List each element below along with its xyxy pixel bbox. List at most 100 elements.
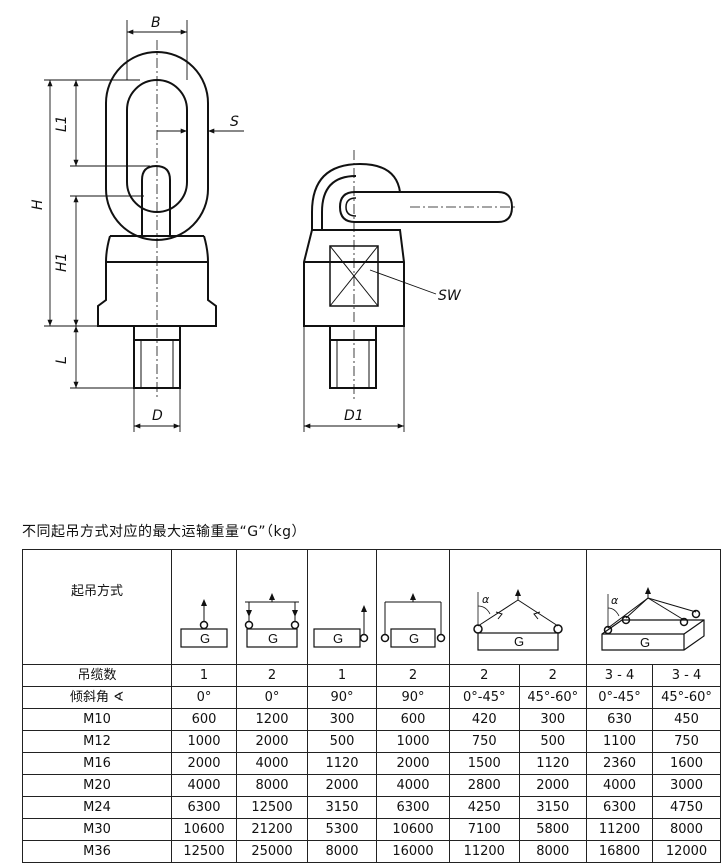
table-cell: 7100 bbox=[449, 818, 520, 841]
front-dimensions bbox=[44, 20, 244, 432]
lifting-method-label: 起吊方式 bbox=[22, 549, 172, 665]
table-cell: 10600 bbox=[376, 818, 450, 841]
table-cell: 45°-60° bbox=[652, 686, 721, 709]
label-S: S bbox=[230, 114, 239, 130]
table-cell: 1100 bbox=[586, 730, 653, 753]
table-cell: 1200 bbox=[236, 708, 308, 731]
table-cell: 90° bbox=[307, 686, 377, 709]
table-cell: 500 bbox=[307, 730, 377, 753]
label-H1: H1 bbox=[54, 253, 70, 272]
label-D1: D1 bbox=[344, 408, 364, 424]
table-cell: 12500 bbox=[171, 840, 237, 863]
table-cell: 4250 bbox=[449, 796, 520, 819]
table-cell: 1500 bbox=[449, 752, 520, 775]
row-label: 吊缆数 bbox=[22, 664, 172, 687]
method-icon-4: G bbox=[376, 549, 450, 665]
method-icon-3: G bbox=[307, 549, 377, 665]
svg-text:G: G bbox=[514, 634, 524, 649]
table-cell: 4000 bbox=[376, 774, 450, 797]
table-cell: 3 - 4 bbox=[586, 664, 653, 687]
row-label: M10 bbox=[22, 708, 172, 731]
label-SW: SW bbox=[438, 288, 462, 304]
table-cell: 2800 bbox=[449, 774, 520, 797]
table-caption: 不同起吊方式对应的最大运输重量“G”（kg） bbox=[22, 524, 307, 540]
load-table: 起吊方式 G G bbox=[22, 549, 721, 863]
side-thread bbox=[329, 325, 377, 389]
label-H: H bbox=[30, 199, 46, 210]
row-label: M36 bbox=[22, 840, 172, 863]
table-cell: 6300 bbox=[586, 796, 653, 819]
table-cell: 3150 bbox=[307, 796, 377, 819]
table-cell: 2360 bbox=[586, 752, 653, 775]
table-cell: 1120 bbox=[307, 752, 377, 775]
table-cell: 600 bbox=[171, 708, 237, 731]
method-icon-5: α G bbox=[449, 549, 587, 665]
table-cell: 2000 bbox=[236, 730, 308, 753]
table-cell: 2000 bbox=[307, 774, 377, 797]
svg-text:α: α bbox=[611, 594, 619, 607]
table-cell: 8000 bbox=[652, 818, 721, 841]
table-cell: 4000 bbox=[171, 774, 237, 797]
lug bbox=[141, 164, 171, 236]
table-cell: 1 bbox=[171, 664, 237, 687]
table-cell: 3150 bbox=[518, 796, 588, 819]
side-dimensions bbox=[303, 269, 437, 432]
table-cell: 4000 bbox=[586, 774, 653, 797]
table-cell: 2000 bbox=[518, 774, 588, 797]
table-cell: 630 bbox=[586, 708, 653, 731]
table-row: 倾斜角 ∢0°0°90°90°0°-45°45°-60°0°-45°45°-60… bbox=[22, 686, 721, 709]
table-cell: 420 bbox=[449, 708, 520, 731]
table-cell: 750 bbox=[652, 730, 721, 753]
label-B: B bbox=[151, 15, 161, 31]
table-cell: 11200 bbox=[586, 818, 653, 841]
table-cell: 600 bbox=[376, 708, 450, 731]
row-label: M24 bbox=[22, 796, 172, 819]
table-cell: 1 bbox=[307, 664, 377, 687]
svg-text:G: G bbox=[640, 635, 650, 650]
table-cell: 2000 bbox=[171, 752, 237, 775]
side-rod bbox=[338, 191, 514, 223]
table-cell: 12500 bbox=[236, 796, 308, 819]
table-cell: 0° bbox=[236, 686, 308, 709]
table-cell: 3000 bbox=[652, 774, 721, 797]
side-view bbox=[303, 162, 514, 389]
table-cell: 25000 bbox=[236, 840, 308, 863]
label-D: D bbox=[152, 408, 163, 424]
table-cell: 1000 bbox=[171, 730, 237, 753]
row-label: M16 bbox=[22, 752, 172, 775]
svg-text:G: G bbox=[268, 631, 278, 646]
method-icon-2: G bbox=[236, 549, 308, 665]
table-cell: 8000 bbox=[236, 774, 308, 797]
table-cell: 5800 bbox=[518, 818, 588, 841]
table-cell: 16000 bbox=[376, 840, 450, 863]
table-cell: 90° bbox=[376, 686, 450, 709]
table-cell: 11200 bbox=[449, 840, 520, 863]
table-cell: 2 bbox=[376, 664, 450, 687]
table-cell: 21200 bbox=[236, 818, 308, 841]
table-cell: 6300 bbox=[171, 796, 237, 819]
table-cell: 4750 bbox=[652, 796, 721, 819]
label-L1: L1 bbox=[54, 115, 70, 132]
technical-drawing: B S L1 H H1 L D D1 SW bbox=[30, 15, 515, 432]
row-label: M20 bbox=[22, 774, 172, 797]
table-cell: 2000 bbox=[376, 752, 450, 775]
table-cell: 2 bbox=[518, 664, 588, 687]
table-cell: 1120 bbox=[518, 752, 588, 775]
table-cell: 10600 bbox=[171, 818, 237, 841]
table-cell: 6300 bbox=[376, 796, 450, 819]
table-cell: 750 bbox=[449, 730, 520, 753]
table-cell: 300 bbox=[518, 708, 588, 731]
svg-text:α: α bbox=[482, 593, 490, 606]
table-cell: 0°-45° bbox=[586, 686, 653, 709]
table-cell: 0°-45° bbox=[449, 686, 520, 709]
method-icon-1: G bbox=[171, 549, 237, 665]
row-label: M12 bbox=[22, 730, 172, 753]
svg-text:G: G bbox=[200, 631, 210, 646]
table-cell: 2 bbox=[236, 664, 308, 687]
